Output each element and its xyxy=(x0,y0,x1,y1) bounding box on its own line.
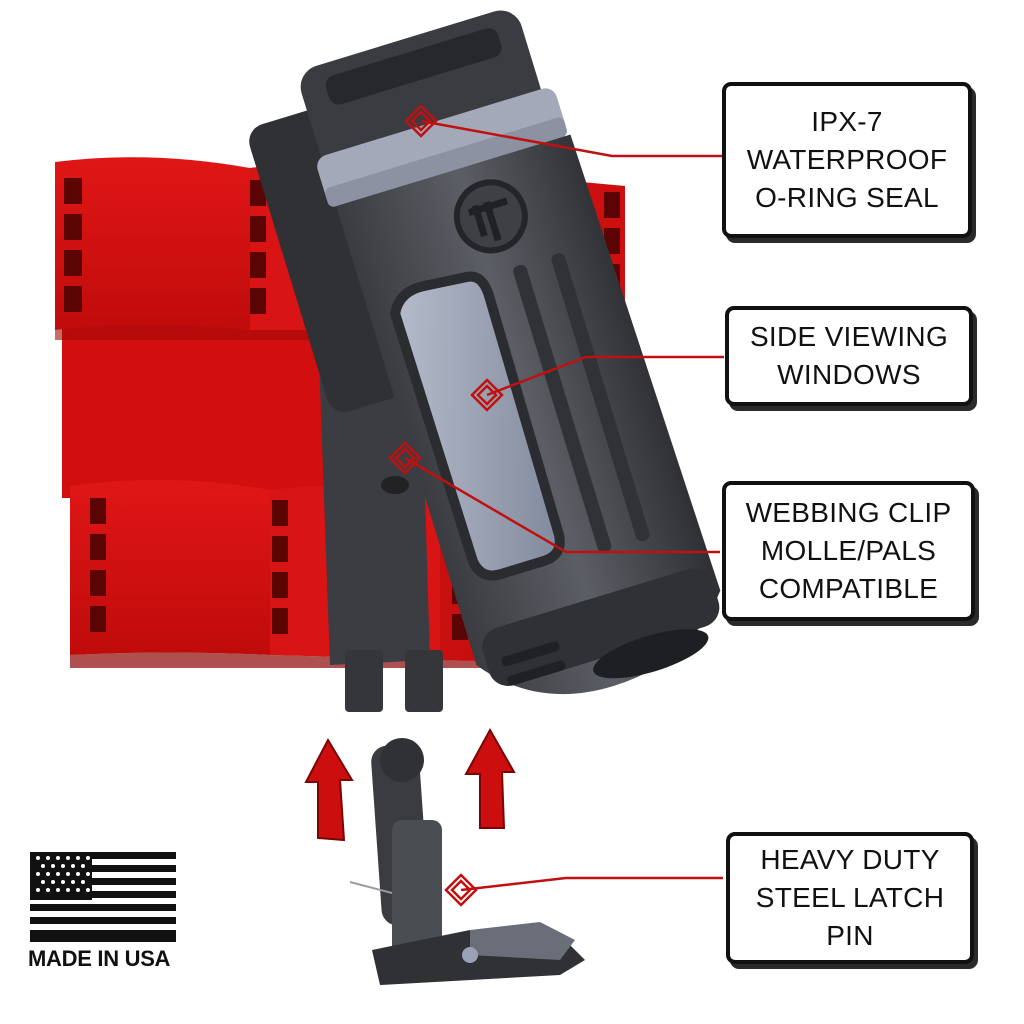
latch-pin xyxy=(349,738,585,985)
made-in-usa-label: MADE IN USA xyxy=(28,946,171,971)
usa-flag-icon xyxy=(30,852,176,942)
callout-clip: WEBBING CLIP MOLLE/PALS COMPATIBLE xyxy=(722,481,975,621)
callout-seal-line-3: O-RING SEAL xyxy=(755,182,939,213)
callout-latch-line-2: STEEL LATCH xyxy=(755,882,945,913)
callout-seal: IPX-7 WATERPROOF O-RING SEAL xyxy=(722,82,972,238)
callout-latch-line-3: PIN xyxy=(826,920,874,951)
holster-body xyxy=(249,10,721,695)
callout-clip-line-1: WEBBING CLIP xyxy=(745,497,952,528)
callout-windows-line-2: WINDOWS xyxy=(777,359,921,390)
callout-latch: HEAVY DUTY STEEL LATCH PIN xyxy=(726,832,974,964)
diamond-markers xyxy=(388,104,504,907)
insert-arrows xyxy=(304,727,516,842)
callout-clip-line-3: COMPATIBLE xyxy=(758,573,939,604)
callout-seal-line-1: IPX-7 xyxy=(811,106,883,137)
callout-leaders xyxy=(404,119,724,892)
callout-windows-line-1: SIDE VIEWING xyxy=(749,321,949,352)
callout-clip-line-2: MOLLE/PALS xyxy=(760,535,937,566)
callout-seal-line-2: WATERPROOF xyxy=(746,144,948,175)
callout-windows: SIDE VIEWING WINDOWS xyxy=(725,306,973,406)
callout-latch-line-1: HEAVY DUTY xyxy=(760,844,940,875)
